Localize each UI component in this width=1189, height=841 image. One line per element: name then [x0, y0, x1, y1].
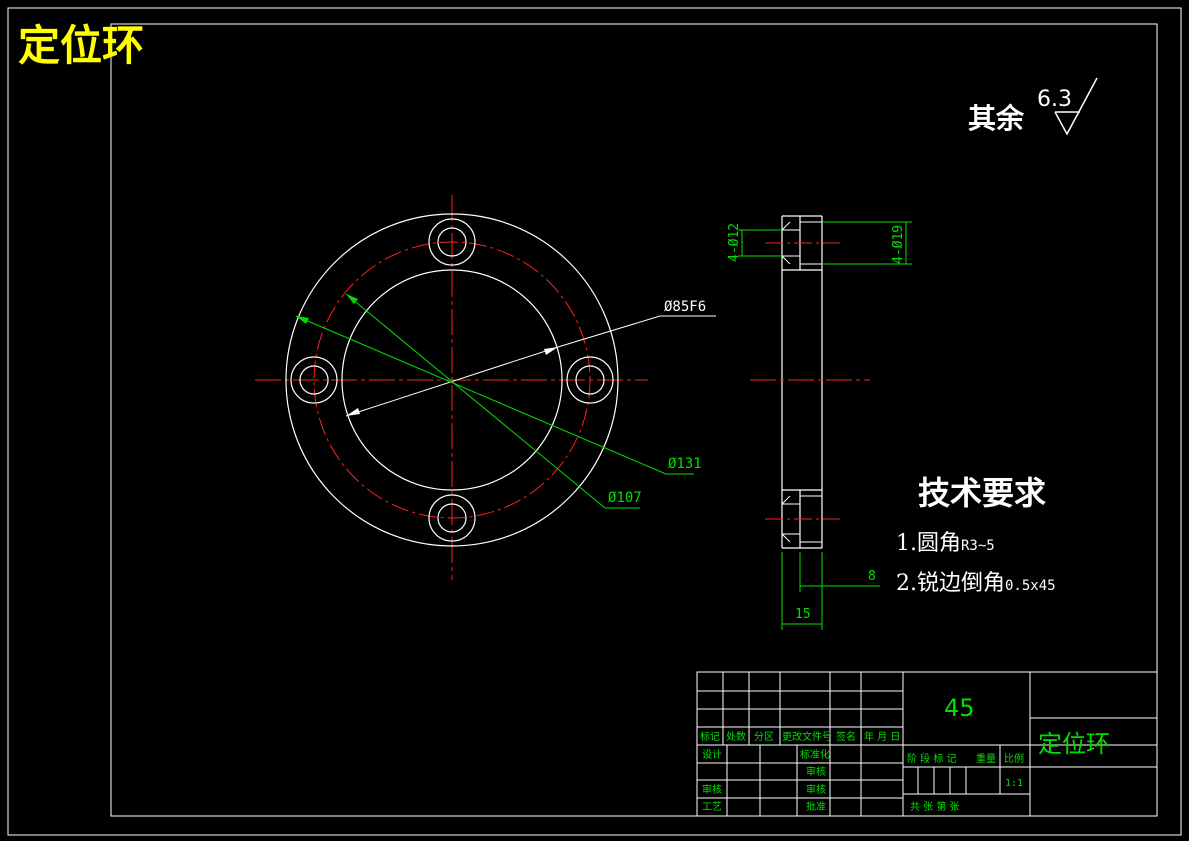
side-view: 4-Ø12 4-Ø19 15 8 — [727, 215, 912, 630]
outer-circle — [285, 213, 619, 547]
hole-large-dim-text: 4-Ø19 — [891, 225, 906, 264]
tb-stage-mark: 阶 段 标 记 — [907, 752, 957, 765]
tb-part-name: 定位环 — [1038, 730, 1110, 758]
roughness-label: 其余 — [968, 102, 1025, 135]
tb-audit: 审核 — [702, 783, 722, 796]
tech-item-2: 2.锐边倒角0.5x45 — [896, 571, 1056, 596]
outer-dim-line — [295, 315, 667, 475]
tb-check-label: 审核 — [806, 765, 826, 778]
step-dim-text: 8 — [868, 569, 876, 584]
tech-item-1: 1.圆角R3~5 — [896, 531, 995, 556]
bolt-hole-left — [290, 356, 338, 404]
tb-sheets: 共 张 第 张 — [910, 800, 960, 813]
roughness-check-icon — [1054, 77, 1098, 136]
tech-requirements: 技术要求 1.圆角R3~5 2.锐边倒角0.5x45 — [896, 474, 1056, 596]
tb-weight: 重量 — [976, 752, 996, 765]
bolt-hole-top — [428, 218, 476, 266]
outer-border — [7, 7, 1182, 836]
tb-material: 45 — [944, 694, 975, 722]
tb-zone: 分区 — [754, 731, 774, 743]
tb-date: 年 月 日 — [864, 730, 900, 743]
roughness-symbol: 其余 6.3 — [968, 77, 1098, 136]
tb-approve: 批准 — [806, 800, 826, 813]
bolt-hole-bottom — [428, 494, 476, 542]
bolt-hole-right — [566, 356, 614, 404]
pitch-arrow — [346, 294, 358, 304]
outer-dim-text: Ø131 — [668, 456, 702, 472]
roughness-value: 6.3 — [1037, 87, 1072, 112]
bore-dim-text: Ø85F6 — [664, 299, 706, 315]
tb-sign: 签名 — [836, 730, 856, 743]
title-block-text: 标记 处数 分区 更改文件号 签名 年 月 日 设计 标准化 审核 审核 审核 … — [700, 694, 1110, 813]
tb-mark: 标记 — [700, 731, 720, 743]
tb-process: 工艺 — [702, 801, 722, 813]
inner-frame — [110, 23, 1158, 817]
title-block — [696, 671, 1158, 817]
bore-leader — [557, 315, 661, 348]
tb-count: 处数 — [726, 730, 746, 743]
pitch-circle — [313, 241, 591, 519]
bore-arrow-right — [544, 347, 558, 355]
tb-standardize: 标准化 — [800, 748, 830, 761]
tb-design: 设计 — [702, 748, 722, 761]
pitch-dim-text: Ø107 — [608, 490, 642, 506]
tb-scale: 1:1 — [1005, 778, 1023, 789]
tb-audit-2: 审核 — [806, 783, 826, 796]
tb-change-doc: 更改文件号 — [782, 730, 832, 743]
drawing-title: 定位环 — [18, 21, 144, 70]
bore-circle — [341, 269, 563, 491]
front-view: Ø85F6 Ø131 Ø107 — [255, 195, 716, 580]
hole-small-dim-text: 4-Ø12 — [727, 223, 742, 262]
tech-heading: 技术要求 — [918, 474, 1046, 512]
bore-arrow-left — [346, 408, 360, 416]
tb-ratio: 比例 — [1004, 752, 1024, 765]
thickness-dim-text: 15 — [795, 607, 811, 622]
pitch-dim-line — [345, 293, 606, 509]
outer-arrow — [296, 316, 309, 324]
